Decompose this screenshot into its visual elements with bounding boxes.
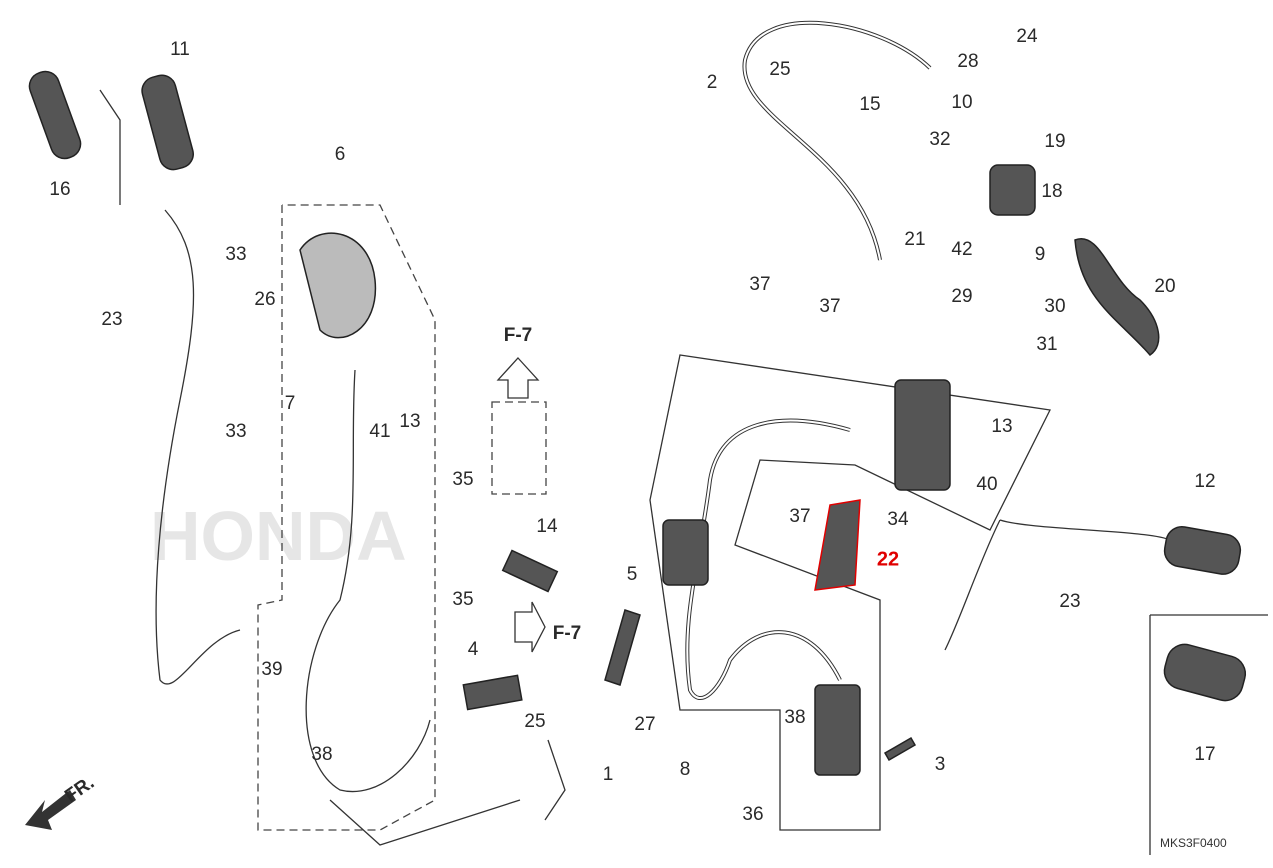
ref-label-f7[interactable]: F-7: [553, 623, 582, 644]
part-label-highlighted[interactable]: 22: [877, 548, 899, 570]
part-label: 41: [369, 421, 390, 442]
part-label: 23: [101, 309, 122, 330]
part-1: [544, 739, 566, 821]
switch-housing-6: [299, 232, 377, 339]
part-label: 19: [1044, 131, 1065, 152]
part-label: 28: [957, 51, 978, 72]
grip-11: [141, 74, 194, 171]
handlebar-8-inner: [686, 419, 851, 700]
part-label: 14: [536, 516, 558, 537]
part-label: 5: [627, 564, 638, 585]
part-label: 29: [951, 286, 972, 307]
part-label: 4: [468, 639, 479, 660]
part-label: 25: [524, 711, 545, 732]
part-label: 13: [399, 411, 420, 432]
grip-16: [28, 70, 82, 160]
part-label: 23: [1059, 591, 1080, 612]
part-label: 37: [749, 274, 770, 295]
harness-right: [944, 519, 1171, 651]
part-label: 26: [254, 289, 275, 310]
f7-box: [491, 401, 547, 495]
part-label: 20: [1154, 276, 1175, 297]
grip-17: [1163, 643, 1247, 702]
part-label: 32: [929, 129, 950, 150]
part-label: 17: [1194, 744, 1215, 765]
harness-6: [305, 369, 431, 793]
ref-label-f7[interactable]: F-7: [504, 325, 533, 346]
f7-right-arrow: [514, 601, 546, 653]
part-label: 15: [859, 94, 880, 115]
part-label: 39: [261, 659, 282, 680]
drawing-code: MKS3F0400: [1160, 836, 1227, 850]
part-label: 27: [634, 714, 655, 735]
grip-12: [1163, 526, 1242, 575]
part-label: 40: [976, 474, 997, 495]
part-label: 2: [707, 72, 718, 93]
group-box-8: [649, 354, 1051, 831]
harness-left: [155, 209, 241, 685]
master-cylinder: [894, 379, 951, 491]
part-label: 10: [951, 92, 972, 113]
part-label: 24: [1016, 26, 1038, 47]
part-label: 30: [1044, 296, 1065, 317]
part-label: 7: [285, 393, 296, 414]
front-arrow-icon: [25, 790, 76, 830]
switch-right: [814, 684, 861, 776]
part-label: 42: [951, 239, 972, 260]
part-label: 38: [311, 744, 332, 765]
part-label: 1: [603, 764, 614, 785]
lever-20: [1074, 237, 1160, 356]
bracket-3: [883, 737, 917, 761]
part-label: 21: [904, 229, 925, 250]
part-label: 37: [789, 506, 810, 527]
clutch-cable-2-inner: [743, 21, 931, 261]
part-14: [501, 549, 559, 593]
part-label: 6: [335, 144, 346, 165]
part-label: 16: [49, 179, 70, 200]
clutch-holder-18: [989, 164, 1036, 216]
part-label: 33: [225, 244, 246, 265]
switch-4: [462, 674, 523, 711]
connector-line: [329, 799, 521, 846]
part-label: 3: [935, 754, 946, 775]
part-label: 13: [991, 416, 1012, 437]
part-label: 31: [1036, 334, 1057, 355]
part-22-highlighted: [814, 499, 861, 591]
part-label: 37: [819, 296, 840, 317]
part-label: 34: [887, 509, 909, 530]
f7-up-arrow: [496, 357, 540, 399]
cover-5: [604, 609, 641, 686]
switch-block: [662, 519, 709, 586]
part-label: 18: [1041, 181, 1062, 202]
honda-watermark: HONDA: [150, 497, 407, 575]
part-label: 35: [452, 589, 473, 610]
part-label: 35: [452, 469, 473, 490]
part-label: 12: [1194, 471, 1215, 492]
part-label: 8: [680, 759, 691, 780]
divider-left: [99, 89, 121, 205]
part-label: 11: [170, 39, 190, 60]
part-label: 9: [1035, 244, 1046, 265]
part-label: 38: [784, 707, 805, 728]
part-label: 36: [742, 804, 763, 825]
part-label: 33: [225, 421, 246, 442]
group-box-6: [257, 204, 436, 831]
part-label: 25: [769, 59, 790, 80]
